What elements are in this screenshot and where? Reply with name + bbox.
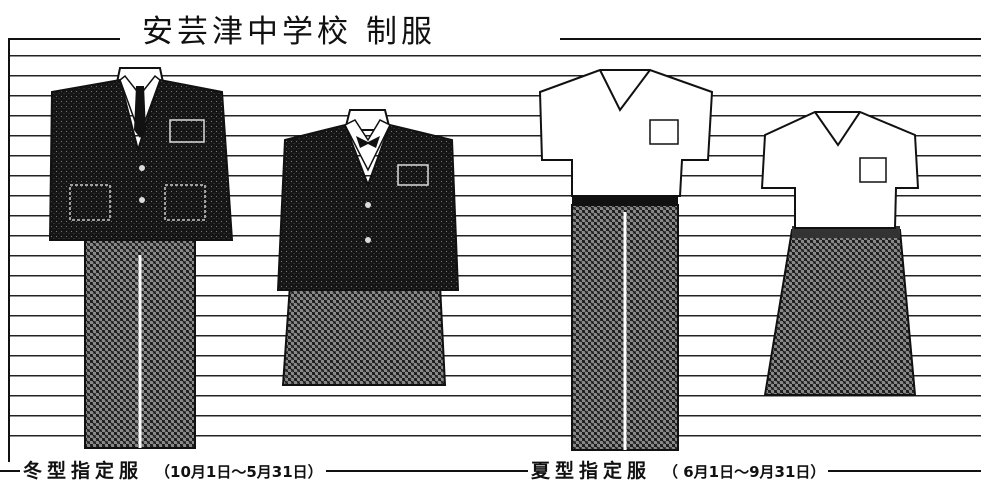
top-rule-left [10, 38, 120, 40]
belt [572, 196, 678, 205]
necktie [134, 86, 146, 138]
summer-caption: 夏型指定服 （ 6月1日～9月31日） [528, 456, 829, 483]
title-subject: 制服 [366, 14, 436, 50]
boys-winter-uniform [48, 67, 234, 449]
bottom-rule [0, 470, 981, 472]
girls-summer-uniform [760, 111, 920, 396]
girls-summer-blouse [760, 111, 920, 229]
document-title: 安芸津中学校制服 [138, 6, 440, 51]
ribbon-bow [356, 136, 380, 148]
boys-summer-shirt [538, 69, 714, 197]
winter-period: （10月1日～5月31日） [155, 463, 323, 481]
top-rule-right [560, 38, 981, 40]
boys-summer-uniform [538, 69, 714, 451]
blazer-chest-pocket [169, 119, 205, 143]
girls-summer-skirt [763, 229, 917, 396]
winter-label: 冬型指定服 [23, 460, 144, 482]
winter-caption: 冬型指定服 （10月1日～5月31日） [20, 456, 326, 483]
frame-left-border [8, 38, 10, 462]
girls-winter-uniform [276, 109, 460, 386]
summer-label: 夏型指定服 [531, 460, 652, 482]
summer-period: （ 6月1日～9月31日） [663, 463, 826, 481]
girls-winter-skirt [281, 284, 447, 386]
school-name: 安芸津中学校 [142, 14, 352, 50]
